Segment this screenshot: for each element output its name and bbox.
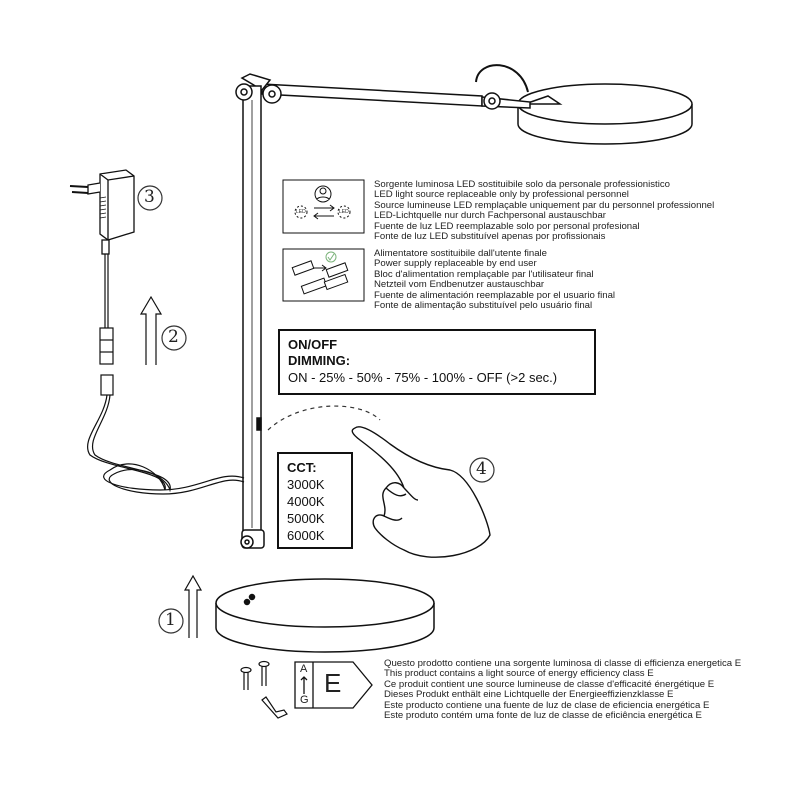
power-text-line: Fuente de alimentación reemplazable por … xyxy=(374,289,616,301)
power-cable xyxy=(87,254,245,495)
led-text-line: LED-Lichtquelle nur durch Fachpersonal a… xyxy=(374,210,606,222)
power-text-line: Alimentatore sostituibile dall'utente fi… xyxy=(374,248,548,259)
dimming-onoff-label: ON/OFF xyxy=(288,337,338,352)
energy-scale-top: A xyxy=(300,663,308,675)
dimming-label: DIMMING: xyxy=(288,353,351,368)
led-text-line: Source lumineuse LED remplaçable uniquem… xyxy=(374,199,715,211)
energy-label-graphic xyxy=(294,661,373,709)
power-supply-text: Alimentatore sostituibile dall'utente fi… xyxy=(374,248,616,312)
cct-value: 4000K xyxy=(287,494,325,509)
energy-text-line: Este produto contém uma fonte de luz de … xyxy=(384,710,702,722)
step-number-4: 4 xyxy=(476,459,487,479)
energy-text-line: This product contains a light source of … xyxy=(384,668,654,680)
lamp-base xyxy=(215,578,435,653)
step-number-1: 1 xyxy=(165,610,176,630)
energy-efficiency-text: Questo prodotto contiene una sorgente lu… xyxy=(384,658,742,722)
energy-text-line: Questo prodotto contiene una sorgente lu… xyxy=(384,658,742,669)
led-replacement-text: Sorgente luminosa LED sostituibile solo … xyxy=(374,179,715,243)
lamp-vertical-arm xyxy=(242,85,262,539)
energy-text-line: Este producto contiene una fuente de luz… xyxy=(384,699,710,711)
touch-gesture-arc xyxy=(267,405,381,431)
led-text-line: Sorgente luminosa LED sostituibile solo … xyxy=(374,179,670,190)
cct-value: 3000K xyxy=(287,477,325,492)
led-text-line: Fuente de luz LED reemplazable solo por … xyxy=(374,220,640,232)
energy-text-line: Dieses Produkt enthält eine Lichtquelle … xyxy=(384,689,674,701)
dimming-sequence: ON - 25% - 50% - 75% - 100% - OFF (>2 se… xyxy=(288,370,558,385)
energy-class-letter: E xyxy=(324,668,342,698)
screws-and-key xyxy=(240,660,288,719)
cct-value: 6000K xyxy=(287,528,325,543)
led-text-line: Fonte de luz LED substituível apenas por… xyxy=(374,231,606,243)
step-number-2: 2 xyxy=(168,327,179,347)
power-text-line: Power supply replaceable by end user xyxy=(374,258,537,270)
power-text-line: Bloc d'alimentation remplaçable par l'ut… xyxy=(374,268,594,280)
energy-scale-bottom: G xyxy=(300,694,309,706)
step-circles xyxy=(137,185,495,634)
lamp-head xyxy=(475,64,693,145)
cct-info-box: CCT: 3000K 4000K 5000K 6000K xyxy=(277,452,353,549)
energy-text-line: Ce produit contient une source lumineuse… xyxy=(384,678,715,690)
step-arrows xyxy=(139,295,203,638)
power-supply-icon xyxy=(282,248,365,302)
cct-value: 5000K xyxy=(287,511,325,526)
power-text-line: Netzteil vom Endbenutzer austauschbar xyxy=(374,279,545,291)
step-number-3: 3 xyxy=(144,187,155,207)
dimming-info-box: ON/OFF DIMMING: ON - 25% - 50% - 75% - 1… xyxy=(278,329,596,395)
power-text-line: Fonte de alimentação substituível pelo u… xyxy=(374,300,593,312)
lamp-joints xyxy=(235,83,501,549)
cct-title: CCT: xyxy=(287,460,317,475)
power-adapter xyxy=(69,169,135,255)
led-replacement-icon xyxy=(282,179,365,234)
led-icon-label-left: LED xyxy=(296,209,306,215)
hand-illustration xyxy=(351,426,491,558)
led-text-line: LED light source replaceable only by pro… xyxy=(374,189,629,201)
led-icon-label-right: LED xyxy=(339,209,349,215)
